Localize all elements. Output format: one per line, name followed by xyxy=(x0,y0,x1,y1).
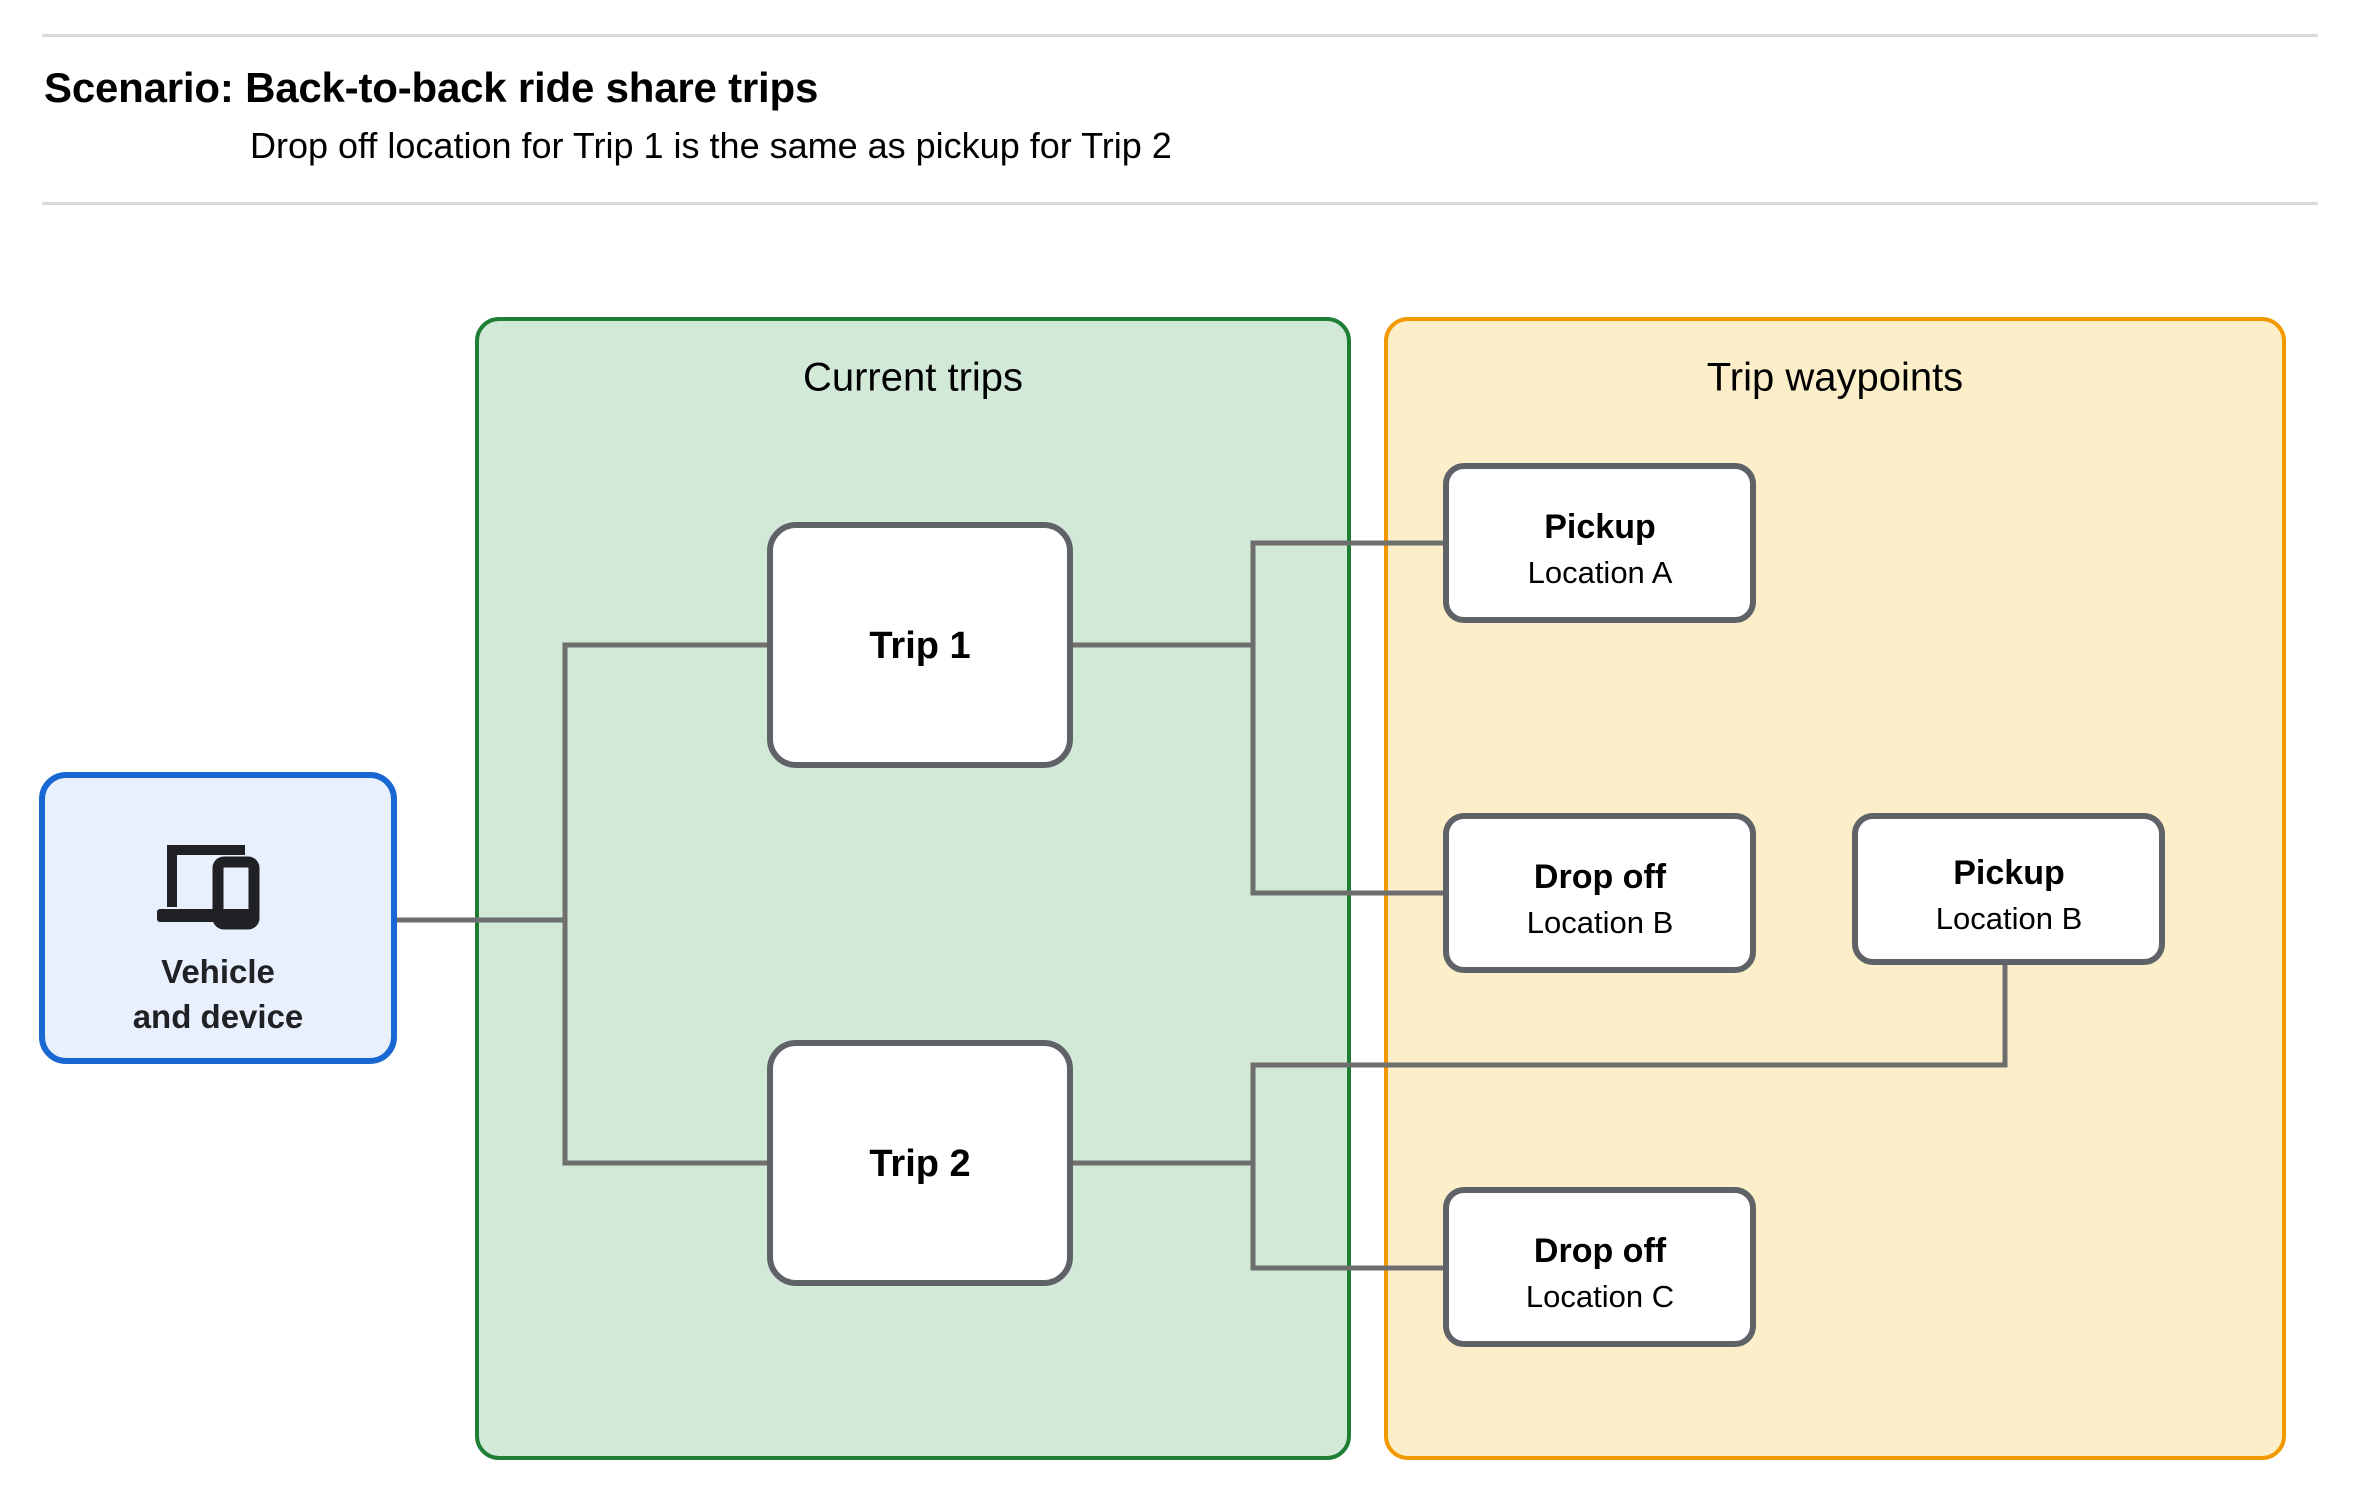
trip-1-node[interactable]: Trip 1 xyxy=(767,522,1073,768)
waypoint-pickup-b-title: Pickup xyxy=(1953,854,2064,892)
waypoint-pickup-b-location: Location B xyxy=(1936,901,2083,936)
panel-current-trips: Current trips xyxy=(475,317,1351,1460)
vehicle-and-device-label-line2: and device xyxy=(133,998,304,1035)
waypoint-dropoff-b-location: Location B xyxy=(1527,905,1674,940)
waypoint-pickup-b-node[interactable]: Pickup Location B xyxy=(1852,813,2165,965)
waypoint-pickup-a-title: Pickup xyxy=(1544,508,1655,546)
laptop-and-phone-icon xyxy=(157,845,260,930)
waypoint-pickup-a-box[interactable] xyxy=(1443,463,1756,623)
waypoint-dropoff-c-box[interactable] xyxy=(1443,1187,1756,1347)
panel-trip-waypoints-title: Trip waypoints xyxy=(1707,356,1963,400)
waypoint-dropoff-c-title: Drop off xyxy=(1534,1232,1667,1270)
edge-trunk-to-trip2 xyxy=(562,920,770,1166)
vehicle-and-device-node[interactable]: Vehicle and device xyxy=(39,772,397,1064)
trip-2-node[interactable]: Trip 2 xyxy=(767,1040,1073,1286)
waypoint-dropoff-b-title: Drop off xyxy=(1534,858,1667,896)
waypoint-dropoff-b-node[interactable]: Drop off Location B xyxy=(1443,813,1756,973)
waypoint-pickup-a-location: Location A xyxy=(1528,555,1673,590)
page-subtitle: Drop off location for Trip 1 is the same… xyxy=(250,125,1172,166)
edge-trunk-to-trip1 xyxy=(562,642,770,920)
trip-2-label: Trip 2 xyxy=(869,1143,970,1185)
edge-trip1-to-pickup-a xyxy=(1250,540,1446,645)
trip-1-label: Trip 1 xyxy=(869,625,970,667)
panel-current-trips-title: Current trips xyxy=(803,356,1023,400)
waypoint-dropoff-c-node[interactable]: Drop off Location C xyxy=(1443,1187,1756,1347)
waypoint-pickup-b-box[interactable] xyxy=(1852,813,2165,965)
trip-1-box[interactable] xyxy=(767,522,1073,768)
header-divider-bottom xyxy=(42,202,2318,205)
vehicle-and-device-label-line1: Vehicle xyxy=(161,953,275,990)
waypoint-dropoff-b-box[interactable] xyxy=(1443,813,1756,973)
edge-trip2-to-pickup-b xyxy=(1250,962,2008,1163)
trip-2-box[interactable] xyxy=(767,1040,1073,1286)
page-title: Scenario: Back-to-back ride share trips xyxy=(44,64,819,111)
header-divider-top xyxy=(42,34,2318,37)
waypoint-pickup-a-node[interactable]: Pickup Location A xyxy=(1443,463,1756,623)
panel-current-trips-box xyxy=(475,317,1351,1460)
edge-trip2-to-dropoff-c xyxy=(1250,1163,1446,1271)
waypoint-dropoff-c-location: Location C xyxy=(1526,1279,1674,1314)
edge-trip1-to-dropoff-b xyxy=(1250,645,1446,896)
